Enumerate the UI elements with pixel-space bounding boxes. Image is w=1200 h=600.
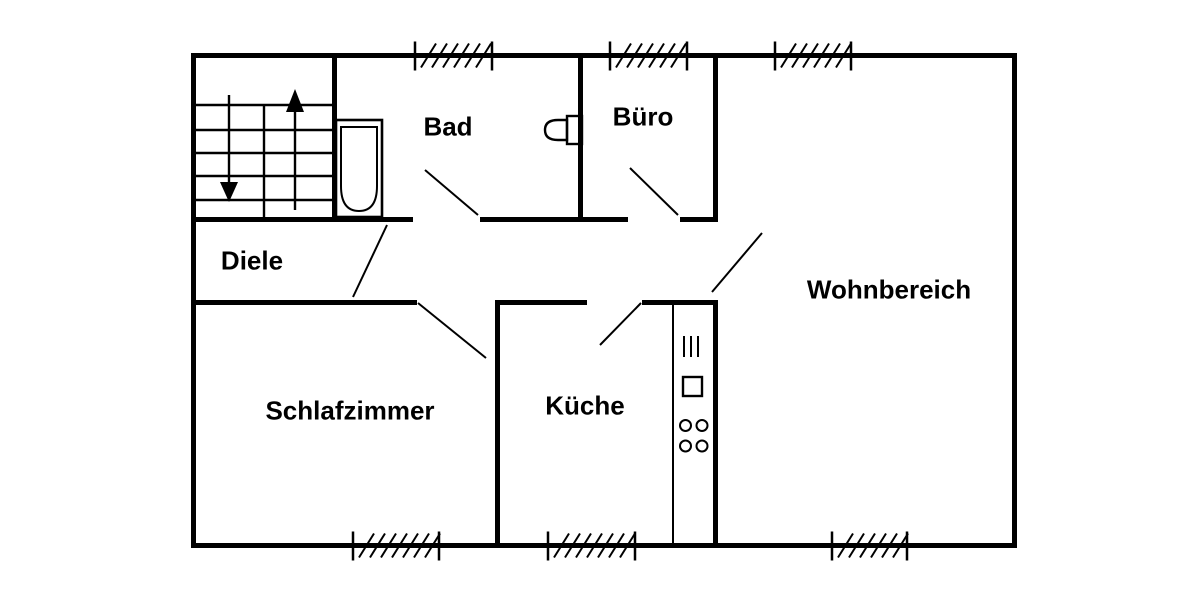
window-hatch-line [369, 532, 386, 559]
bathtub-inner [340, 126, 378, 213]
door-wohnbereich [711, 232, 763, 293]
staircase-arrowheads [220, 89, 304, 202]
window-hatch-line [881, 532, 898, 559]
window-hatch-line [420, 42, 437, 69]
window-hatch-line [464, 42, 481, 69]
window-hatch-line [619, 532, 636, 559]
wall-buero-right [713, 53, 718, 222]
window-hatch-line [424, 532, 441, 559]
bathtub-outer [334, 118, 384, 219]
room-label-schlafzimmer: Schlafzimmer [265, 395, 435, 426]
interior-walls [191, 53, 718, 548]
arrow-down-head [220, 182, 238, 202]
window-hatch-line [813, 42, 830, 69]
window-hatch-line [597, 532, 614, 559]
window-hatch-line [670, 42, 687, 69]
wall-corridor-top-c [680, 217, 718, 222]
window-hatch-line [837, 532, 854, 559]
window-wohnbereich-bottom-icon [830, 531, 909, 561]
kitchen-counter-with-sink-and-stove-icon [672, 303, 709, 543]
stove-burner [695, 419, 709, 432]
door-swings [352, 167, 763, 359]
room-label-bad: Bad [423, 111, 473, 142]
window-hatch-line [870, 532, 887, 559]
kitchen-sink [681, 375, 704, 398]
door-schlafzimmer [417, 302, 487, 359]
window-hatch-line [802, 42, 819, 69]
window-hatch-line [358, 532, 375, 559]
window-hatch-line [648, 42, 665, 69]
arrow-up-head [286, 89, 304, 112]
wall-top [191, 53, 1017, 58]
window-buero-top-icon [608, 41, 689, 71]
room-label-kueche: Küche [545, 390, 625, 421]
window-hatch-line [659, 42, 676, 69]
room-label-wohnbereich: Wohnbereich [806, 274, 972, 305]
room-label-buero: Büro [612, 101, 674, 132]
bathtub-icon [334, 118, 384, 219]
window-hatch-line [848, 532, 865, 559]
window-hatch-line [575, 532, 592, 559]
wall-bottom [191, 543, 1017, 548]
window-hatch-line [608, 532, 625, 559]
room-label-diele: Diele [220, 245, 284, 276]
window-kueche-bottom-icon [546, 531, 637, 561]
window-hatch-line [564, 532, 581, 559]
stove-burner [695, 439, 709, 453]
window-bad-top-icon [413, 41, 494, 71]
wall-corridor-bottom-b [495, 300, 587, 305]
window-hatch-line [791, 42, 808, 69]
window-hatch-line [442, 42, 459, 69]
window-hatch-line [615, 42, 632, 69]
wall-bad-buero [578, 53, 583, 222]
window-hatch-line [391, 532, 408, 559]
window-hatch-line [413, 532, 430, 559]
stove-burner [679, 439, 692, 453]
wall-corridor-bottom-a [191, 300, 417, 305]
window-hatch-line [475, 42, 492, 69]
door-diele [352, 224, 388, 298]
wall-corridor-bottom-c [642, 300, 718, 305]
window-hatch-line [835, 42, 852, 69]
wall-right [1012, 53, 1017, 548]
window-hatch-line [380, 532, 397, 559]
stove-burner [679, 419, 692, 432]
windows [351, 41, 909, 561]
door-buero [629, 167, 679, 216]
toilet-icon [543, 114, 584, 146]
door-bad [424, 169, 479, 216]
staircase-with-up-down-arrows-icon [196, 95, 332, 217]
window-hatch-line [553, 532, 570, 559]
window-hatch-line [824, 42, 841, 69]
window-hatch-line [859, 532, 876, 559]
wall-schlafzimmer-kueche [495, 300, 500, 548]
window-hatch-line [780, 42, 797, 69]
window-hatch-line [453, 42, 470, 69]
wall-corridor-top-b [480, 217, 628, 222]
window-hatch-line [637, 42, 654, 69]
toilet-bowl [543, 118, 569, 142]
window-hatch-line [586, 532, 603, 559]
window-wohnbereich-top-icon [773, 41, 853, 71]
door-kueche [599, 302, 642, 346]
window-hatch-line [626, 42, 643, 69]
wall-corridor-top-a [191, 217, 413, 222]
window-hatch-line [402, 532, 419, 559]
wall-stairwell-right [332, 53, 337, 222]
wall-kueche-wohnbereich [713, 300, 718, 548]
window-hatch-line [431, 42, 448, 69]
window-schlafzimmer-bottom-icon [351, 531, 441, 561]
window-hatch-line [892, 532, 909, 559]
